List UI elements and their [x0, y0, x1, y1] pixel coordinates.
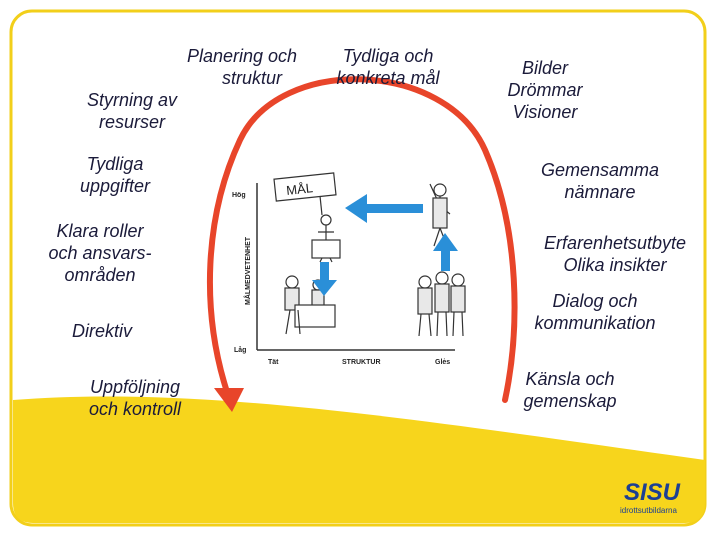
label-styrning-line2: resurser — [98, 112, 165, 132]
label-klara-roller: Klara roller och ansvars- områden — [30, 220, 170, 286]
label-visioner: Visioner — [512, 102, 578, 122]
label-kansla-line2: gemenskap — [523, 391, 617, 411]
label-styrning-line1: Styrning av — [86, 90, 178, 110]
label-tydliga-line1: Tydliga — [86, 154, 144, 174]
goal-sign-text: MÅL — [285, 180, 313, 198]
label-gemensamma: Gemensamma nämnare — [525, 159, 675, 203]
sisu-logo-mark: SISU idrottsutbildarna — [620, 479, 681, 515]
blue-arrow-up — [433, 233, 458, 271]
figure-pointing-up — [429, 183, 451, 247]
figure-holding-sign — [311, 214, 341, 263]
office-workers — [284, 275, 336, 335]
svg-text:idrottsutbildarna: idrottsutbildarna — [620, 506, 677, 515]
label-kansla-line1: Känsla och — [525, 369, 615, 389]
label-tydliga-line2: uppgifter — [79, 176, 151, 196]
label-uppfoljning-line1: Uppföljning — [89, 377, 181, 397]
label-kansla: Känsla och gemenskap — [500, 368, 640, 412]
label-dialog: Dialog och kommunikation — [515, 290, 675, 334]
y-axis-low: Låg — [234, 346, 246, 354]
y-axis-title: MÅLMEDVETENHET — [243, 236, 252, 305]
label-klara-line2: och ansvars- — [48, 243, 152, 263]
label-drommar: Drömmar — [507, 80, 583, 100]
blue-arrow-left — [345, 194, 423, 223]
red-arc-arrowhead — [214, 388, 244, 412]
label-tydliga-uppgifter: Tydliga uppgifter — [55, 153, 175, 197]
goal-sign — [273, 172, 337, 202]
blue-arrow-down — [312, 262, 337, 296]
label-dialog-line1: Dialog och — [552, 291, 638, 311]
label-erfarenhet-line2: Olika insikter — [563, 255, 667, 275]
label-klara-line1: Klara roller — [56, 221, 144, 241]
label-planering-line1: Planering och — [186, 46, 298, 66]
group-of-people — [417, 271, 466, 337]
label-styrning: Styrning av resurser — [62, 89, 202, 133]
red-arc — [206, 76, 518, 403]
sisu-logo: SISU idrottsutbildarna — [606, 470, 698, 518]
label-dialog-line2: kommunikation — [534, 313, 656, 333]
label-uppfoljning: Uppföljning och kontroll — [60, 376, 210, 420]
svg-text:SISU: SISU — [624, 479, 681, 506]
label-tydliga-mal-line1: Tydliga och — [342, 46, 434, 66]
x-axis-right: Glės — [435, 359, 450, 366]
label-planering-line2: struktur — [221, 68, 282, 88]
label-erfarenhetsutbyte: Erfarenhetsutbyte Olika insikter — [525, 232, 705, 276]
label-klara-line3: områden — [64, 265, 136, 285]
label-direktiv: Direktiv — [72, 320, 132, 342]
label-tydliga-mal-line2: konkreta mål — [336, 68, 440, 88]
label-uppfoljning-line2: och kontroll — [88, 399, 182, 419]
label-planering: Planering och struktur — [162, 45, 322, 89]
label-gemensamma-line1: Gemensamma — [540, 160, 660, 180]
label-bilder: Bilder — [521, 58, 569, 78]
label-tydliga-mal: Tydliga och konkreta mål — [318, 45, 458, 89]
x-axis-left: Tät — [268, 359, 279, 366]
label-gemensamma-line2: nämnare — [564, 182, 636, 202]
label-direktiv-text: Direktiv — [72, 321, 133, 341]
y-axis-high: Hög — [232, 192, 246, 199]
label-erfarenhet-line1: Erfarenhetsutbyte — [543, 233, 687, 253]
x-axis-title: STRUKTUR — [342, 359, 381, 366]
label-bilder-drommar-visioner: Bilder Drömmar Visioner — [485, 57, 605, 123]
